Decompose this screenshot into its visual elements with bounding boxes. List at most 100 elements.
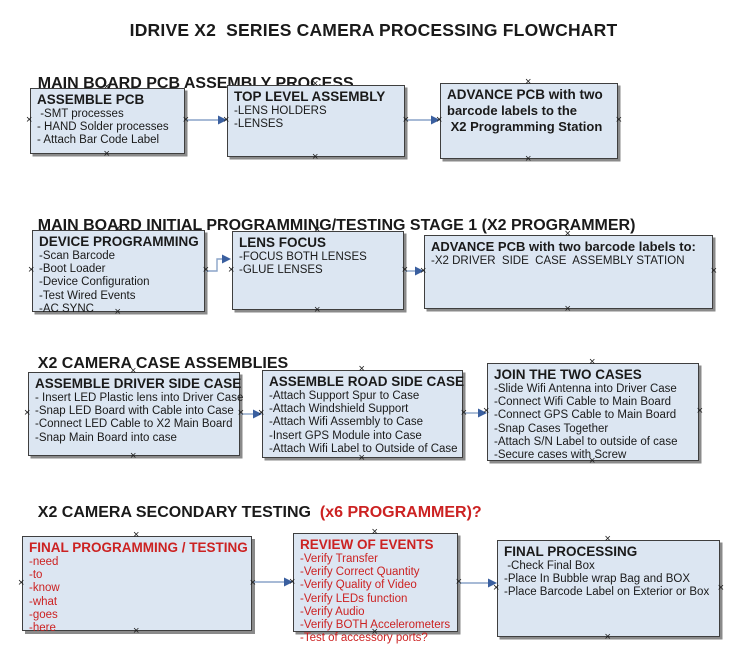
box-title: FINAL PROCESSING [504, 544, 638, 559]
connection-handle-icon [436, 116, 442, 124]
box-item: -Snap LED Board with Cable into Case [35, 405, 234, 418]
box-item: - Attach Bar Code Label [37, 134, 160, 147]
box-title: TOP LEVEL ASSEMBLY [234, 89, 386, 104]
box-item: -FOCUS BOTH LENSES [239, 251, 367, 263]
connection-handle-icon [28, 266, 34, 274]
connector-arrow [186, 115, 227, 125]
connection-handle-icon [130, 367, 136, 375]
box-item: -Insert GPS Module into Case [269, 429, 422, 442]
box-item: -Snap Cases Together [494, 422, 609, 435]
connection-handle-icon [26, 116, 32, 124]
connection-handle-icon [605, 535, 611, 543]
box-item: -SMT processes [37, 108, 124, 120]
box-item: -Scan Barcode [39, 250, 116, 262]
box-final-programming-testing: FINAL PROGRAMMING / TESTING -need -to -k… [22, 536, 252, 634]
box-advance-pcb-driver-side: ADVANCE PCB with two barcode labels to: … [424, 235, 713, 309]
section-heading-text: X2 CAMERA SECONDARY TESTING [37, 504, 320, 521]
box-top-level-assembly: TOP LEVEL ASSEMBLY -LENS HOLDERS -LENSES [227, 85, 405, 157]
box-item: -Verify LEDs function [300, 592, 408, 605]
box-item: -know [29, 582, 60, 595]
box-item: -Test Wired Events [39, 289, 136, 302]
connection-handle-icon [115, 308, 121, 316]
box-review-of-events: REVIEW OF EVENTS -Verify Transfer -Verif… [293, 533, 458, 644]
box-assemble-road-side-case: ASSEMBLE ROAD SIDE CASE -Attach Support … [262, 370, 464, 458]
box-item: -Verify Audio [300, 605, 365, 618]
box-item: -Attach Support Spur to Case [269, 390, 420, 402]
box-item: -Attach Wifi Assembly to Case [269, 416, 424, 429]
connection-handle-icon [133, 627, 139, 635]
connection-handle-icon [589, 457, 595, 465]
box-advance-pcb-programming-station: ADVANCE PCB with two barcode labels to t… [440, 83, 618, 159]
box-item: -Place In Bubble wrap Bag and BOX [504, 573, 691, 586]
box-item: -Attach Windshield Support [269, 403, 409, 416]
box-assemble-driver-side-case: ASSEMBLE DRIVER SIDE CASE - Insert LED P… [28, 372, 244, 456]
box-item: -Secure cases with Screw [494, 449, 627, 462]
box-item: -Connect LED Cable to X2 Main Board [35, 418, 233, 431]
box-item: -Attach Wifi Label to Outside of Case [269, 442, 458, 455]
connection-handle-icon [104, 83, 110, 91]
section-heading-initial-programming: MAIN BOARD INITIAL PROGRAMMING/TESTING S… [20, 199, 636, 253]
box-title: ADVANCE PCB with two [447, 87, 603, 102]
box-item: -to [29, 569, 43, 582]
box-item: -Attach S/N Label to outside of case [494, 435, 678, 448]
page-title: IDRIVE X2 SERIES CAMERA PROCESSING FLOWC… [129, 20, 618, 40]
box-item: -X2 DRIVER SIDE CASE ASSEMBLY STATION [431, 255, 685, 267]
box-title: LENS FOCUS [239, 235, 327, 250]
connection-handle-icon [403, 116, 409, 124]
box-item: -Verify Transfer [300, 553, 378, 565]
section-heading-red-text: (x6 PROGRAMMER)? [319, 504, 482, 521]
box-title: ADVANCE PCB with two barcode labels to: [431, 239, 696, 254]
connection-handle-icon [24, 409, 30, 417]
connection-handle-icon [203, 266, 209, 274]
box-title: DEVICE PROGRAMMING [39, 234, 199, 249]
connection-handle-icon [289, 578, 295, 586]
box-item: -Place Barcode Label on Exterior or Box [504, 586, 710, 599]
connection-handle-icon [483, 407, 489, 415]
box-item: - Insert LED Plastic lens into Driver Ca… [35, 392, 244, 404]
box-item: -Test of accessory ports? [300, 632, 428, 645]
connection-handle-icon [228, 266, 234, 274]
connector-arrow [253, 577, 293, 587]
box-item: -Snap Main Board into case [35, 431, 177, 444]
box-item: -AC SYNC [39, 302, 94, 315]
box-join-the-two-cases: JOIN THE TWO CASES -Slide Wifi Antenna i… [487, 363, 699, 461]
box-item: -Connect Wifi Cable to Main Board [494, 396, 672, 409]
connection-handle-icon [565, 230, 571, 238]
connection-handle-icon [711, 267, 717, 275]
connection-handle-icon [238, 409, 244, 417]
box-item: -Slide Wifi Antenna into Driver Case [494, 383, 677, 395]
connection-handle-icon [115, 225, 121, 233]
box-item: - HAND Solder processes [37, 121, 169, 134]
connection-handle-icon [258, 409, 264, 417]
box-item: -LENS HOLDERS [234, 105, 327, 117]
section-heading-text: X2 CAMERA CASE ASSEMBLIES [37, 355, 289, 372]
connection-handle-icon [402, 266, 408, 274]
connection-handle-icon [372, 628, 378, 636]
connection-handle-icon [372, 528, 378, 536]
connector-arrow [406, 115, 440, 125]
box-item: -Verify Correct Quantity [300, 566, 420, 579]
connection-handle-icon [420, 267, 426, 275]
connection-handle-icon [456, 578, 462, 586]
box-item: -goes [29, 608, 58, 621]
connection-handle-icon [493, 584, 499, 592]
section-heading-case-assemblies: X2 CAMERA CASE ASSEMBLIES [20, 337, 288, 391]
connection-handle-icon [589, 358, 595, 366]
box-item: -LENSES [234, 118, 284, 131]
connection-handle-icon [359, 454, 365, 462]
connection-handle-icon [104, 150, 110, 158]
connection-handle-icon [525, 155, 531, 163]
box-item: -Verify BOTH Accelerometers [300, 619, 451, 632]
box-item: -Check Final Box [504, 560, 595, 572]
box-lens-focus: LENS FOCUS -FOCUS BOTH LENSES -GLUE LENS… [232, 231, 404, 310]
box-device-programming: DEVICE PROGRAMMING -Scan Barcode -Boot L… [32, 230, 205, 315]
connection-handle-icon [616, 116, 622, 124]
box-item: barcode labels to the [447, 103, 578, 118]
box-item: -here [29, 622, 56, 635]
connection-handle-icon [312, 80, 318, 88]
box-title: REVIEW OF EVENTS [300, 537, 434, 552]
connector-arrow [459, 578, 497, 588]
box-title: FINAL PROGRAMMING / TESTING [29, 540, 248, 555]
connection-handle-icon [565, 305, 571, 313]
